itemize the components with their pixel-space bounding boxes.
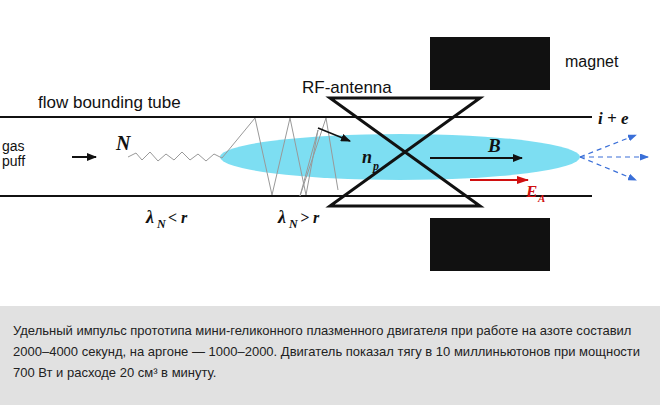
subscript: N	[157, 218, 166, 230]
b-field-arrow	[430, 157, 522, 159]
subscript: A	[538, 193, 545, 204]
symbol-label: i + e	[598, 110, 628, 127]
symbol-label: λ	[146, 208, 154, 226]
e-field-arrow	[470, 179, 528, 181]
symbol-label: n	[362, 148, 372, 166]
symbol-label: < r	[168, 210, 187, 226]
symbol-label: N	[116, 133, 130, 153]
part-label: flow bounding tube	[38, 94, 181, 111]
subscript: N	[289, 218, 298, 230]
neutral-path	[128, 152, 222, 161]
subscript: p	[373, 160, 379, 172]
part-label: magnet	[565, 54, 618, 70]
exhaust-arrow	[580, 135, 636, 157]
gas-arrow	[72, 156, 96, 158]
symbol-label: > r	[300, 210, 319, 226]
symbol-label: E	[526, 183, 537, 200]
tube-wall	[0, 195, 592, 197]
exhaust-arrow	[580, 157, 636, 180]
part-label: gas puff	[2, 139, 36, 168]
magnet-block	[430, 218, 550, 271]
symbol-label: B	[488, 136, 501, 155]
exhaust-arrow	[580, 156, 648, 157]
rf-antenna	[330, 98, 480, 206]
ionization-arrow	[318, 128, 350, 141]
tube-wall	[0, 116, 592, 118]
part-label: RF-antenna	[302, 79, 392, 96]
magnet-block	[430, 37, 550, 90]
thruster-illustration	[0, 0, 660, 306]
caption-band: Удельный импульс прототипа мини-геликонн…	[0, 306, 660, 405]
caption: Удельный импульс прототипа мини-геликонн…	[13, 320, 649, 383]
symbol-label: λ	[278, 208, 286, 226]
